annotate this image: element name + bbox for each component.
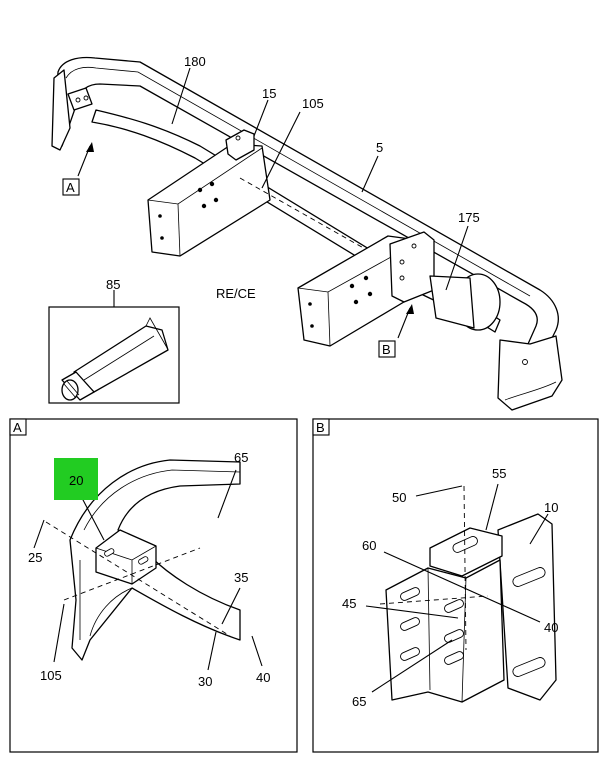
callout-105: 105 xyxy=(302,96,324,111)
detail-b-callout-60: 60 xyxy=(362,538,376,553)
detail-a-frame xyxy=(9,418,298,753)
detail-b-top-plate xyxy=(429,527,503,577)
bumper-left-end xyxy=(51,69,71,151)
callout-15: 15 xyxy=(262,86,276,101)
detail-b-frame xyxy=(312,418,599,753)
view-tag-a-box xyxy=(62,178,80,196)
detail-a-callout-40: 40 xyxy=(256,670,270,685)
view-tag-b: B xyxy=(382,342,391,357)
detail-b-callout-10: 10 xyxy=(544,500,558,515)
detail-b-callout-55: 55 xyxy=(492,466,506,481)
callout-85: 85 xyxy=(106,277,120,292)
callout-20-highlight xyxy=(54,458,98,500)
main-assembly-view: 180 15 105 5 175 RE/CE A B xyxy=(51,54,563,411)
bumper-right-end xyxy=(497,335,563,411)
view-note: RE/CE xyxy=(216,286,256,301)
detail-b-tag-box xyxy=(312,418,330,436)
detail-b-callout-50: 50 xyxy=(392,490,406,505)
detail-b-callout-45: 45 xyxy=(342,596,356,611)
left-mount-bracket xyxy=(225,129,255,161)
callout-180: 180 xyxy=(184,54,206,69)
right-mount-bracket xyxy=(389,231,435,303)
callout-20: 20 xyxy=(69,473,83,488)
detail-a-callout-105: 105 xyxy=(40,668,62,683)
callout-175: 175 xyxy=(458,210,480,225)
detail-b-callout-65: 65 xyxy=(352,694,366,709)
left-frame-rail xyxy=(147,143,271,257)
inset-85: 85 xyxy=(48,277,180,404)
detail-b: B 55 50 10 60 45 40 65 xyxy=(312,418,599,753)
detail-a-callout-25: 25 xyxy=(28,550,42,565)
detail-b-callout-40: 40 xyxy=(544,620,558,635)
view-tag-a: A xyxy=(66,180,75,195)
detail-a-callout-35: 35 xyxy=(234,570,248,585)
detail-a-tag-box xyxy=(9,418,27,436)
detail-b-tag: B xyxy=(316,420,325,435)
detail-a: A 20 65 25 35 105 30 40 xyxy=(9,418,298,753)
callout-5: 5 xyxy=(376,140,383,155)
detail-a-callout-65: 65 xyxy=(234,450,248,465)
detail-b-rear-plate xyxy=(497,513,557,701)
detail-a-callout-30: 30 xyxy=(198,674,212,689)
detail-b-angle-bracket xyxy=(385,559,505,703)
detail-a-tag: A xyxy=(13,420,22,435)
view-tag-b-box xyxy=(378,340,396,358)
